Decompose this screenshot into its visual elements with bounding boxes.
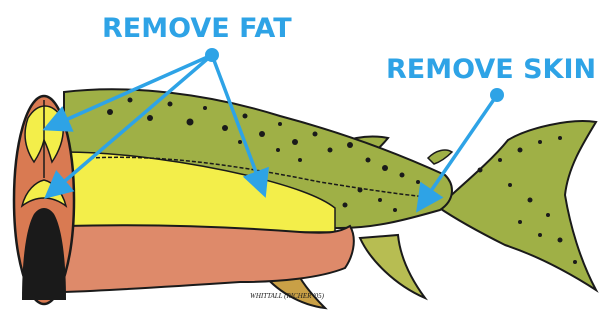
- adipose-fin: [428, 150, 452, 164]
- fish-flesh: [64, 225, 354, 292]
- remove-skin-label: REMOVE SKIN: [386, 54, 596, 85]
- remove-fat-label: REMOVE FAT: [102, 13, 292, 44]
- artist-signature: WHITTALL (RICHER '05): [250, 292, 325, 300]
- anal-fin: [360, 235, 425, 298]
